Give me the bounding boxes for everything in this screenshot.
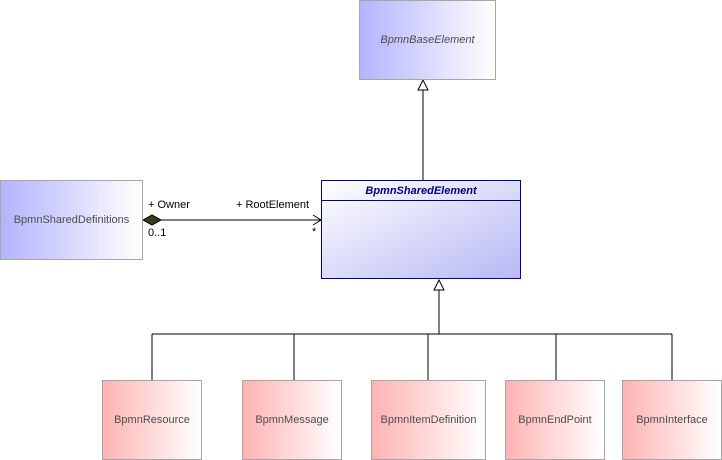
composition-diamond <box>141 214 163 226</box>
bpmn-shared-element-label: BpmnSharedElement <box>322 181 520 201</box>
bpmn-message-label: BpmnMessage <box>255 414 329 426</box>
generalization-arrowhead-base <box>417 78 429 91</box>
owner-role-label: + Owner <box>148 199 190 211</box>
root-element-role-label: + RootElement <box>236 199 310 211</box>
bpmn-end-point-label: BpmnEndPoint <box>518 414 592 426</box>
root-element-multiplicity-label: * <box>312 226 317 238</box>
bpmn-shared-element-class[interactable]: BpmnSharedElement <box>321 180 521 279</box>
bpmn-base-element-label: BpmnBaseElement <box>380 34 475 46</box>
owner-multiplicity-label: 0..1 <box>148 227 167 239</box>
bpmn-interface-box[interactable]: BpmnInterface <box>622 380 722 460</box>
bpmn-message-box[interactable]: BpmnMessage <box>242 380 342 460</box>
bpmn-resource-label: BpmnResource <box>114 414 190 426</box>
bpmn-shared-definitions-box[interactable]: BpmnSharedDefinitions <box>0 180 143 260</box>
bpmn-interface-label: BpmnInterface <box>636 414 708 426</box>
bpmn-item-definition-box[interactable]: BpmnItemDefinition <box>371 380 486 460</box>
generalization-arrowhead-shared <box>433 278 445 291</box>
bpmn-item-definition-label: BpmnItemDefinition <box>380 414 477 426</box>
bpmn-end-point-box[interactable]: BpmnEndPoint <box>505 380 605 460</box>
bpmn-base-element-box[interactable]: BpmnBaseElement <box>359 0 496 80</box>
bpmn-resource-box[interactable]: BpmnResource <box>102 380 202 460</box>
bpmn-shared-definitions-label: BpmnSharedDefinitions <box>13 214 130 226</box>
